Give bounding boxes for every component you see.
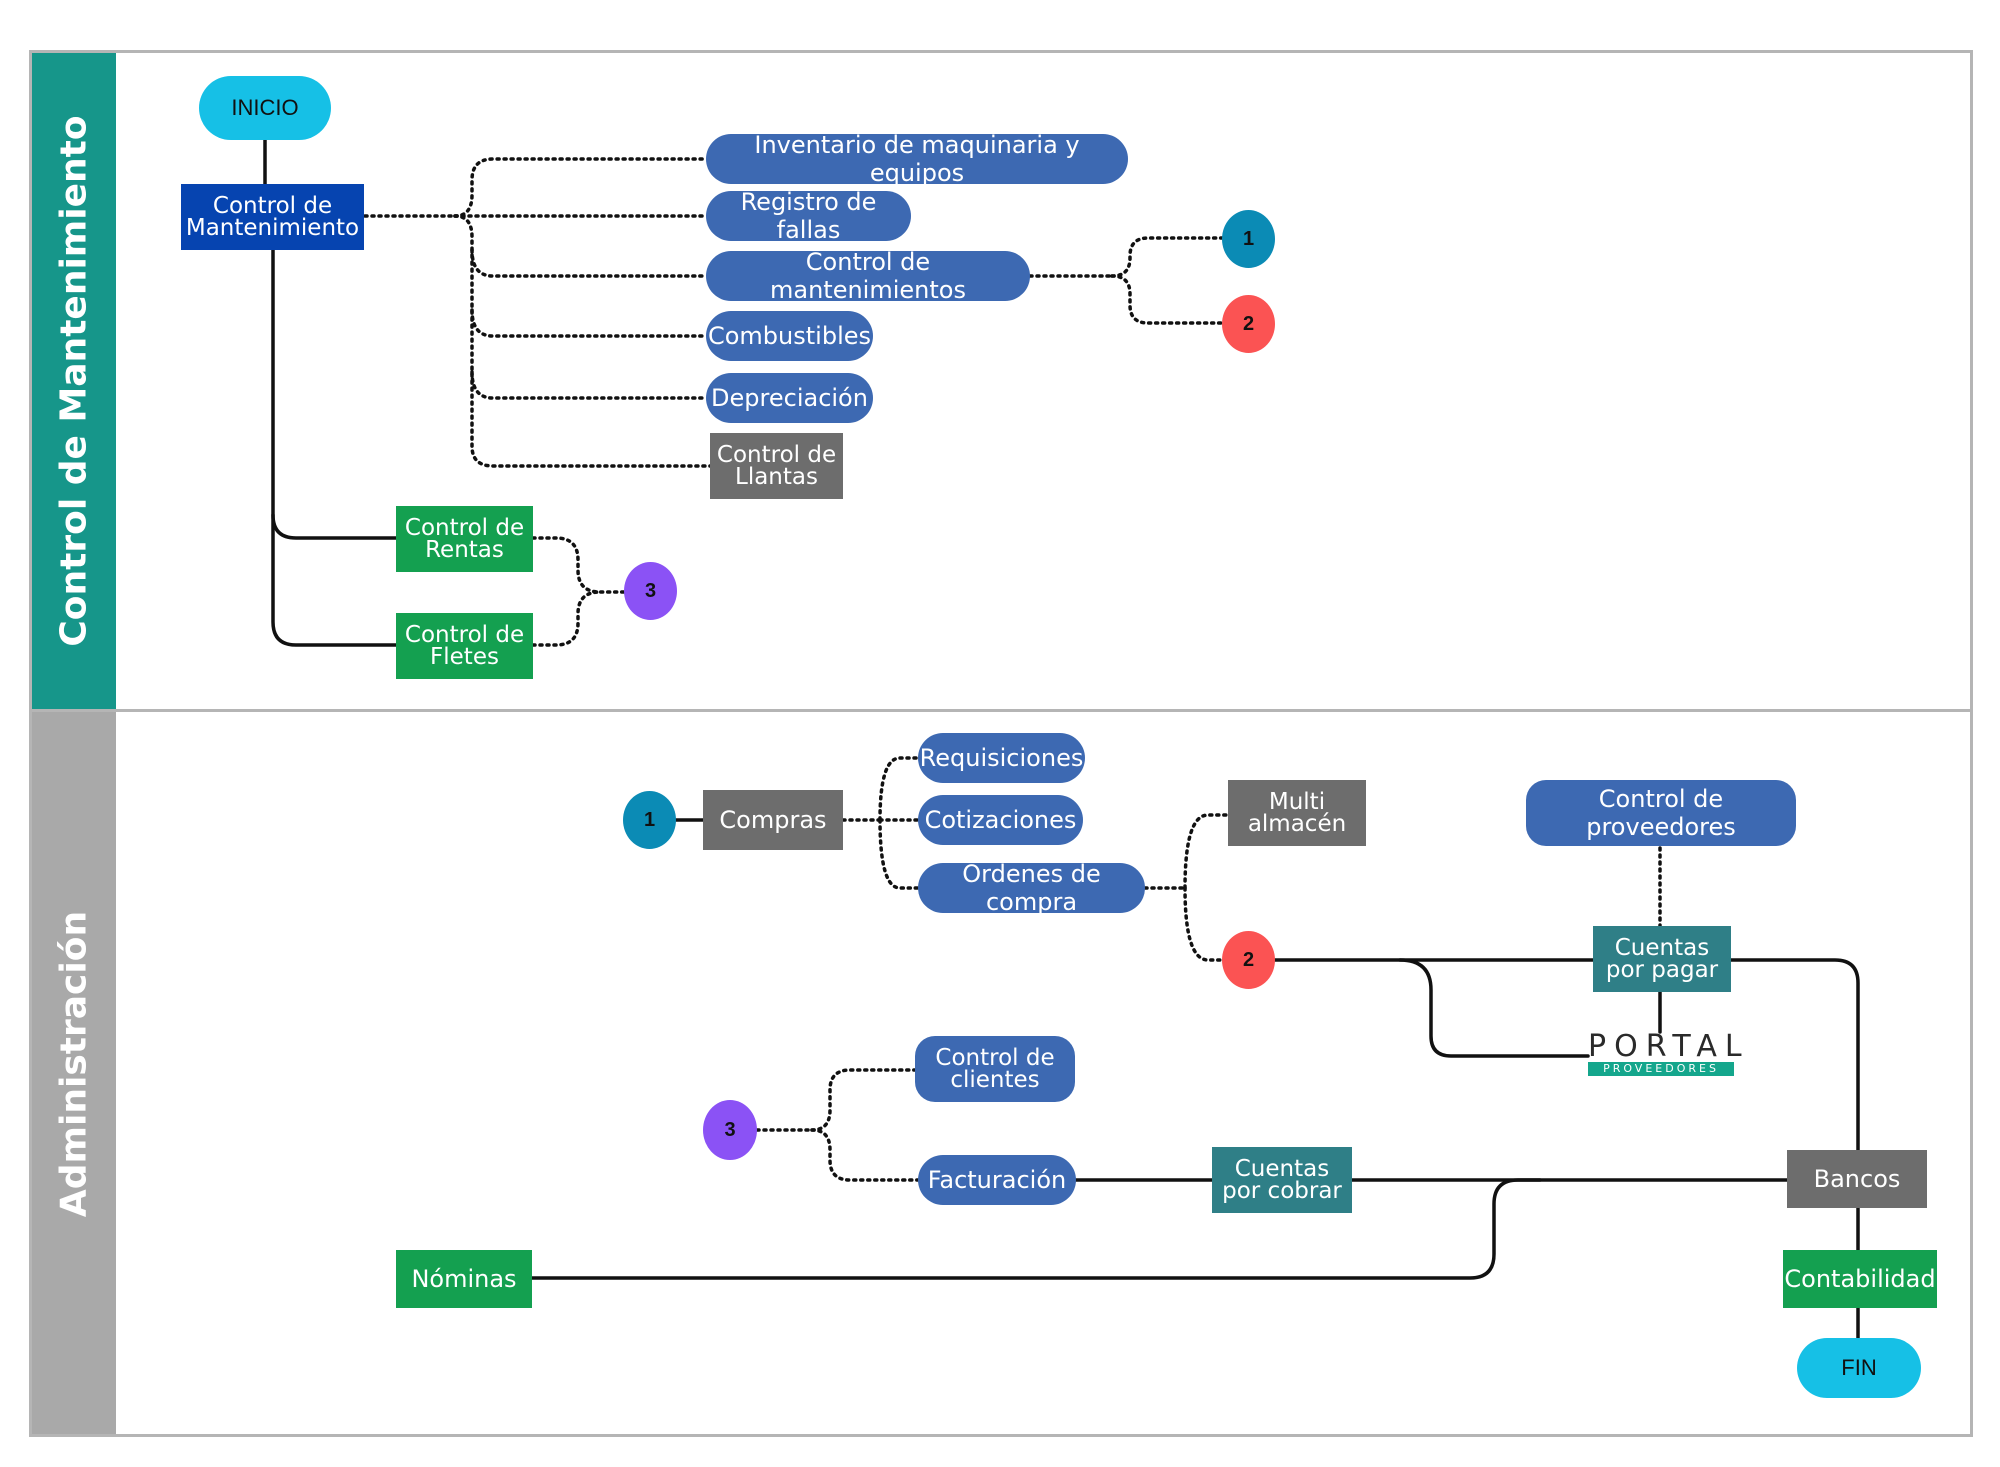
control-proveedores-node: Control de proveedores bbox=[1526, 780, 1796, 846]
portal-logo-word: PORTAL bbox=[1588, 1029, 1750, 1064]
line-nominas-bancos bbox=[528, 1178, 1542, 1280]
line-cxp-bancos bbox=[1729, 958, 1860, 1152]
dots-fan-ordenes bbox=[878, 818, 922, 890]
contabilidad-node: Contabilidad bbox=[1783, 1250, 1937, 1308]
connector-3-in: 3 bbox=[703, 1100, 757, 1160]
connector-2-in: 2 bbox=[1222, 931, 1275, 989]
line-trunk-rentas bbox=[271, 513, 398, 540]
connector-1-in: 1 bbox=[623, 791, 676, 849]
dots-split-c1 bbox=[1110, 236, 1228, 278]
connector-3-out: 3 bbox=[624, 562, 677, 620]
dots-split-multi bbox=[1183, 813, 1230, 890]
line-root-trunk bbox=[271, 246, 398, 647]
lane-administracion-border bbox=[29, 709, 1973, 1437]
cotizaciones-node: Cotizaciones bbox=[918, 795, 1083, 845]
dots-split-c2 bbox=[1110, 274, 1228, 325]
dots-split-clientes bbox=[810, 1068, 917, 1132]
end-terminal: FIN bbox=[1797, 1338, 1921, 1398]
cuentas-cobrar-node: Cuentas por cobrar bbox=[1212, 1147, 1352, 1213]
dots-fan-inventario bbox=[453, 157, 708, 218]
start-terminal: INICIO bbox=[199, 76, 331, 140]
portal-logo-subtitle: PROVEEDORES bbox=[1588, 1062, 1734, 1076]
inventario-node: Inventario de maquinaria y equipos bbox=[706, 131, 1128, 187]
dots-fan-depreciacion bbox=[470, 370, 708, 400]
dots-rentas-c3 bbox=[531, 536, 628, 594]
dots-fan-mantenimientos bbox=[470, 248, 708, 278]
compras-node: Compras bbox=[703, 790, 843, 850]
facturacion-node: Facturación bbox=[918, 1155, 1076, 1205]
dots-split-facturacion bbox=[810, 1128, 920, 1182]
dots-fan-requisiciones bbox=[878, 756, 922, 822]
control-rentas-node: Control de Rentas bbox=[396, 506, 533, 572]
ordenes-compra-node: Órdenes de compra bbox=[918, 860, 1145, 916]
connector-1-out: 1 bbox=[1222, 210, 1275, 268]
connector-2-out: 2 bbox=[1222, 295, 1275, 353]
dots-fan-spine bbox=[453, 214, 712, 468]
lane-mantenimiento-header: Control de Mantenimiento bbox=[32, 53, 116, 709]
combustibles-node: Combustibles bbox=[706, 311, 873, 361]
control-mantenimientos-node: Control de mantenimientos bbox=[706, 248, 1030, 304]
requisiciones-node: Requisiciones bbox=[918, 733, 1085, 783]
control-clientes-node: Control de clientes bbox=[915, 1036, 1075, 1102]
lane-administracion-header: Administración bbox=[32, 712, 116, 1434]
control-fletes-node: Control de Fletes bbox=[396, 613, 533, 679]
line-c2-portal bbox=[1398, 958, 1590, 1058]
bancos-node: Bancos bbox=[1787, 1150, 1927, 1208]
control-llantas-node: Control de Llantas bbox=[710, 433, 843, 499]
dots-split-c2b bbox=[1183, 886, 1228, 962]
registro-fallas-node: Registro de fallas bbox=[706, 188, 911, 244]
cuentas-pagar-node: Cuentas por pagar bbox=[1593, 926, 1731, 992]
multi-almacen-node: Multi almacén bbox=[1228, 780, 1366, 846]
control-mantenimiento-node: Control de Mantenimiento bbox=[181, 184, 364, 250]
portal-proveedores-logo: PORTAL PROVEEDORES bbox=[1588, 1029, 1750, 1076]
dots-fletes-c3 bbox=[531, 590, 602, 647]
dots-fan-combustibles bbox=[470, 308, 708, 338]
depreciacion-node: Depreciación bbox=[706, 373, 873, 423]
nominas-node: Nóminas bbox=[396, 1250, 532, 1308]
